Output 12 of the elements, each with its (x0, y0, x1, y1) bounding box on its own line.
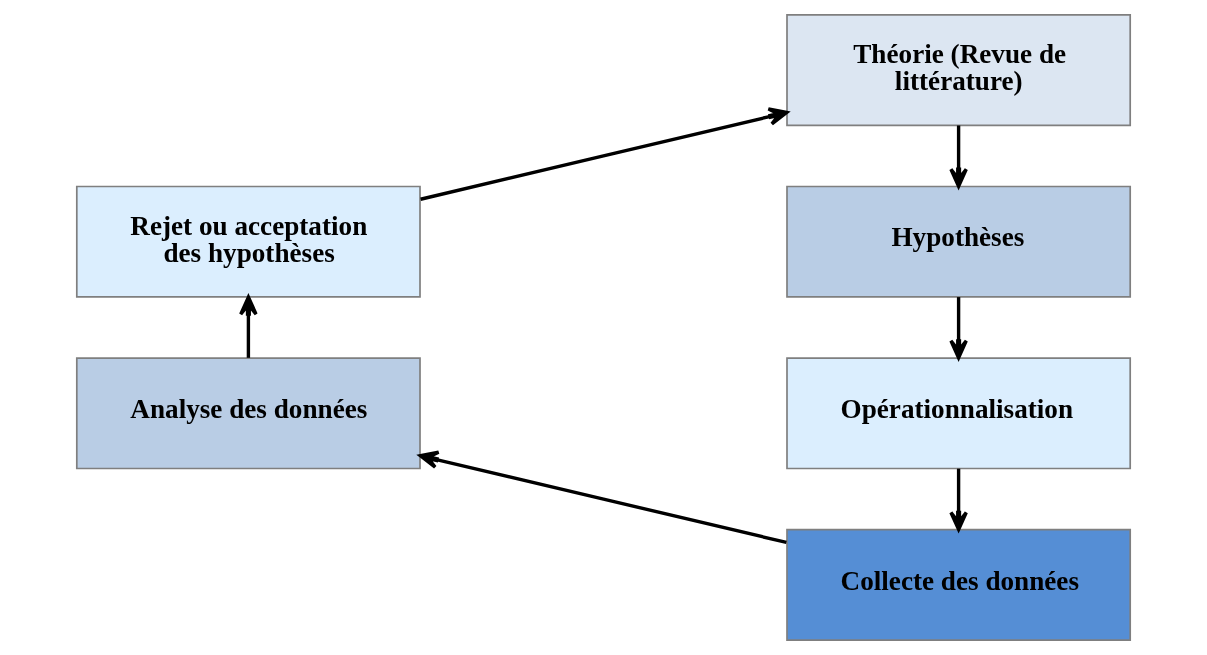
arrow (949, 125, 968, 188)
arrow (420, 107, 789, 201)
node-box: Opérationnalisation (786, 357, 1132, 470)
arrow (949, 468, 968, 532)
node-box: Collecte des données (786, 528, 1132, 641)
node-box: Hypothèses (786, 185, 1132, 298)
node-box: Analyse des données (75, 357, 421, 470)
node-box: Théorie (Revue de littérature) (786, 14, 1132, 127)
arrow (949, 297, 968, 360)
arrow (239, 295, 258, 358)
node-box: Rejet ou acceptation des hypothèses (75, 185, 421, 298)
arrow (418, 450, 787, 545)
